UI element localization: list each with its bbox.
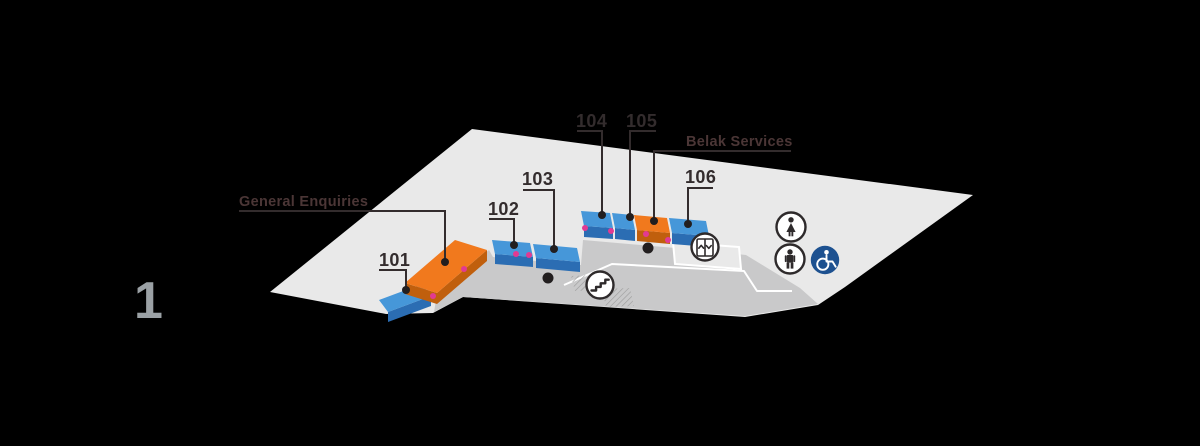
leader-106: [687, 187, 713, 221]
entrance-marker: [430, 293, 436, 299]
elevator-icon[interactable]: [690, 232, 720, 262]
leader-dot-general-enquiries: [441, 258, 449, 266]
label-booth-102: 102: [488, 199, 519, 219]
pillar-dot: [542, 272, 554, 284]
entrance-marker: [665, 237, 671, 243]
entrance-marker: [526, 252, 532, 258]
leader-dot-belak-services: [650, 217, 658, 225]
entrance-marker: [513, 251, 519, 257]
stairs-icon[interactable]: [585, 270, 615, 300]
leader-103: [523, 189, 555, 246]
label-booth-101: 101: [379, 250, 410, 270]
label-booth-106: 106: [685, 167, 716, 187]
entrance-marker: [461, 266, 467, 272]
toilet-male-icon[interactable]: [774, 243, 806, 275]
desk-general-enquiries[interactable]: [405, 240, 487, 304]
booth-104[interactable]: [581, 211, 613, 239]
leader-dot-104: [598, 211, 606, 219]
booth-103[interactable]: [533, 244, 580, 272]
leader-dot-103: [550, 245, 558, 253]
leader-belak-services: [653, 150, 791, 218]
entrance-marker: [643, 231, 649, 237]
leader-104: [577, 130, 603, 212]
label-booth-105: 105: [626, 111, 657, 131]
booth-105[interactable]: [612, 213, 635, 241]
entrance-marker: [582, 225, 588, 231]
level-number: 1: [134, 272, 163, 330]
label-belak-services: Belak Services: [686, 134, 793, 150]
label-booth-103: 103: [522, 169, 553, 189]
leader-dot-102: [510, 241, 518, 249]
label-general-enquiries: General Enquiries: [239, 194, 368, 210]
leader-dot-106: [684, 220, 692, 228]
leader-101: [379, 269, 407, 287]
leader-general-enquiries: [239, 210, 446, 259]
leader-105: [629, 130, 656, 214]
pillar-dot: [642, 242, 654, 254]
entrance-marker: [608, 228, 614, 234]
wheelchair-accessible-icon[interactable]: [810, 245, 840, 275]
label-booth-104: 104: [576, 111, 607, 131]
leader-dot-101: [402, 286, 410, 294]
leader-dot-105: [626, 213, 634, 221]
leader-102: [489, 218, 515, 242]
toilet-female-icon[interactable]: [775, 211, 807, 243]
